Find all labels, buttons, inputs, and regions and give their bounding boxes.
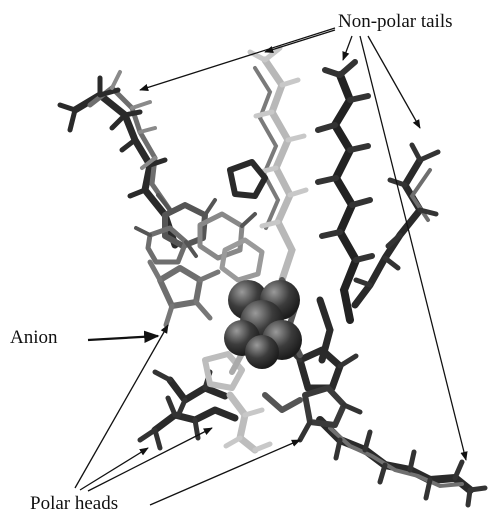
non-polar-tail-lower-right xyxy=(316,416,488,508)
arrow-tail-right xyxy=(367,35,421,129)
arrow-tail-top-center xyxy=(264,29,336,54)
polar-head-left-ring xyxy=(147,259,221,328)
non-polar-tail-right xyxy=(351,142,441,309)
non-polar-tail-upper-left xyxy=(57,70,183,249)
annotation-arrows xyxy=(74,27,468,506)
non-polar-tail-top-center xyxy=(247,45,309,284)
arrow-head-lower-left-a xyxy=(79,447,149,491)
anion-space-filling xyxy=(224,280,302,369)
label-polar-heads: Polar heads xyxy=(30,493,119,514)
label-anion: Anion xyxy=(10,327,58,348)
arrow-tail-upper-left xyxy=(139,27,336,91)
aromatic-head-cluster-upper xyxy=(134,159,268,283)
polar-head-lower-left xyxy=(137,351,303,454)
arrow-anion xyxy=(87,330,160,343)
arrow-head-lower-left-b xyxy=(87,427,213,492)
label-non-polar-tails: Non-polar tails xyxy=(338,11,453,32)
non-polar-tail-right-upper xyxy=(315,59,375,324)
arrow-tail-lower-right xyxy=(359,35,468,461)
arrow-tail-right-upper xyxy=(342,35,353,61)
arrow-head-right-ring xyxy=(149,439,301,506)
arrow-head-left-ring xyxy=(74,324,169,489)
